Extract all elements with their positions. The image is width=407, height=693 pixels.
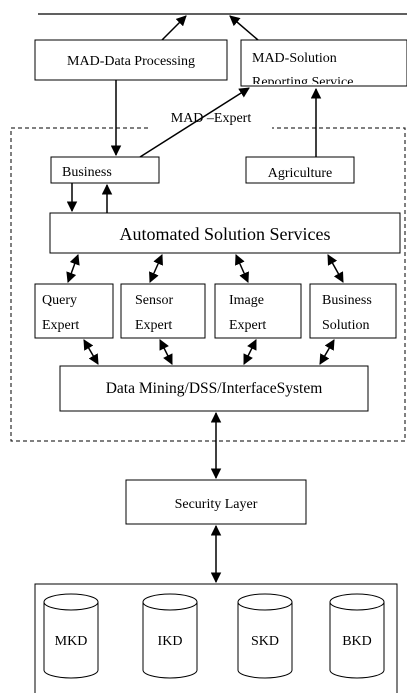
sensor-expert-label-line2: Expert	[135, 318, 172, 333]
arrow-automated-query	[66, 254, 80, 283]
security-layer-box	[125, 479, 307, 525]
arrow-businesssolution-datamining	[319, 339, 335, 365]
data-mining-box	[59, 365, 369, 412]
solution-reporting-label: MAD-Solution	[252, 51, 337, 66]
image-expert-label-line1: Image	[229, 293, 264, 308]
business-solution-box	[309, 283, 397, 339]
query-expert-label-line1: Query	[42, 293, 77, 308]
security-layer-label: Security Layer	[175, 497, 258, 512]
business-box	[50, 156, 160, 184]
solution-reporting-label-line2: Reporting Service	[252, 75, 353, 90]
query-expert-box	[34, 283, 114, 339]
database-skd: SKD	[237, 593, 293, 679]
business-solution-label-line2: Solution	[322, 318, 369, 333]
database-mkd-label: MKD	[55, 634, 88, 649]
business-solution-label-line1: Business	[322, 293, 372, 308]
sensor-expert-box	[120, 283, 206, 339]
arrow-to-top-right	[229, 15, 259, 41]
agriculture-label: Agriculture	[268, 166, 333, 181]
database-skd-label: SKD	[251, 634, 279, 649]
query-expert-label-line2: Expert	[42, 318, 79, 333]
database-region	[34, 583, 398, 693]
agriculture-box	[245, 156, 355, 184]
data-processing-label: MAD-Data Processing	[67, 54, 195, 69]
arrow-sensor-datamining	[159, 339, 173, 365]
arrow-automated-sensor	[149, 254, 163, 283]
database-ikd: IKD	[142, 593, 198, 679]
arrow-query-datamining	[83, 339, 99, 365]
database-ikd-label: IKD	[158, 634, 183, 649]
database-bkd: BKD	[329, 593, 385, 679]
mad-expert-label: MAD –Expert	[171, 111, 252, 126]
business-label: Business	[62, 165, 112, 180]
image-expert-label-line2: Expert	[229, 318, 266, 333]
arrow-automated-image	[235, 254, 249, 283]
arrow-business-to-solution	[139, 87, 250, 158]
database-bkd-label: BKD	[342, 634, 372, 649]
data-mining-label: Data Mining/DSS/InterfaceSystem	[106, 380, 323, 397]
arrow-to-top-left	[161, 15, 187, 41]
arrow-automated-business-solution	[327, 254, 344, 283]
solution-reporting-box	[240, 39, 407, 87]
sensor-expert-label-line1: Sensor	[135, 293, 173, 308]
automated-solution-services-box	[49, 212, 401, 254]
arrow-image-datamining	[243, 339, 257, 365]
database-mkd: MKD	[43, 593, 99, 679]
automated-solution-services-label: Automated Solution Services	[120, 224, 331, 244]
data-processing-box	[34, 39, 228, 81]
image-expert-box	[214, 283, 302, 339]
